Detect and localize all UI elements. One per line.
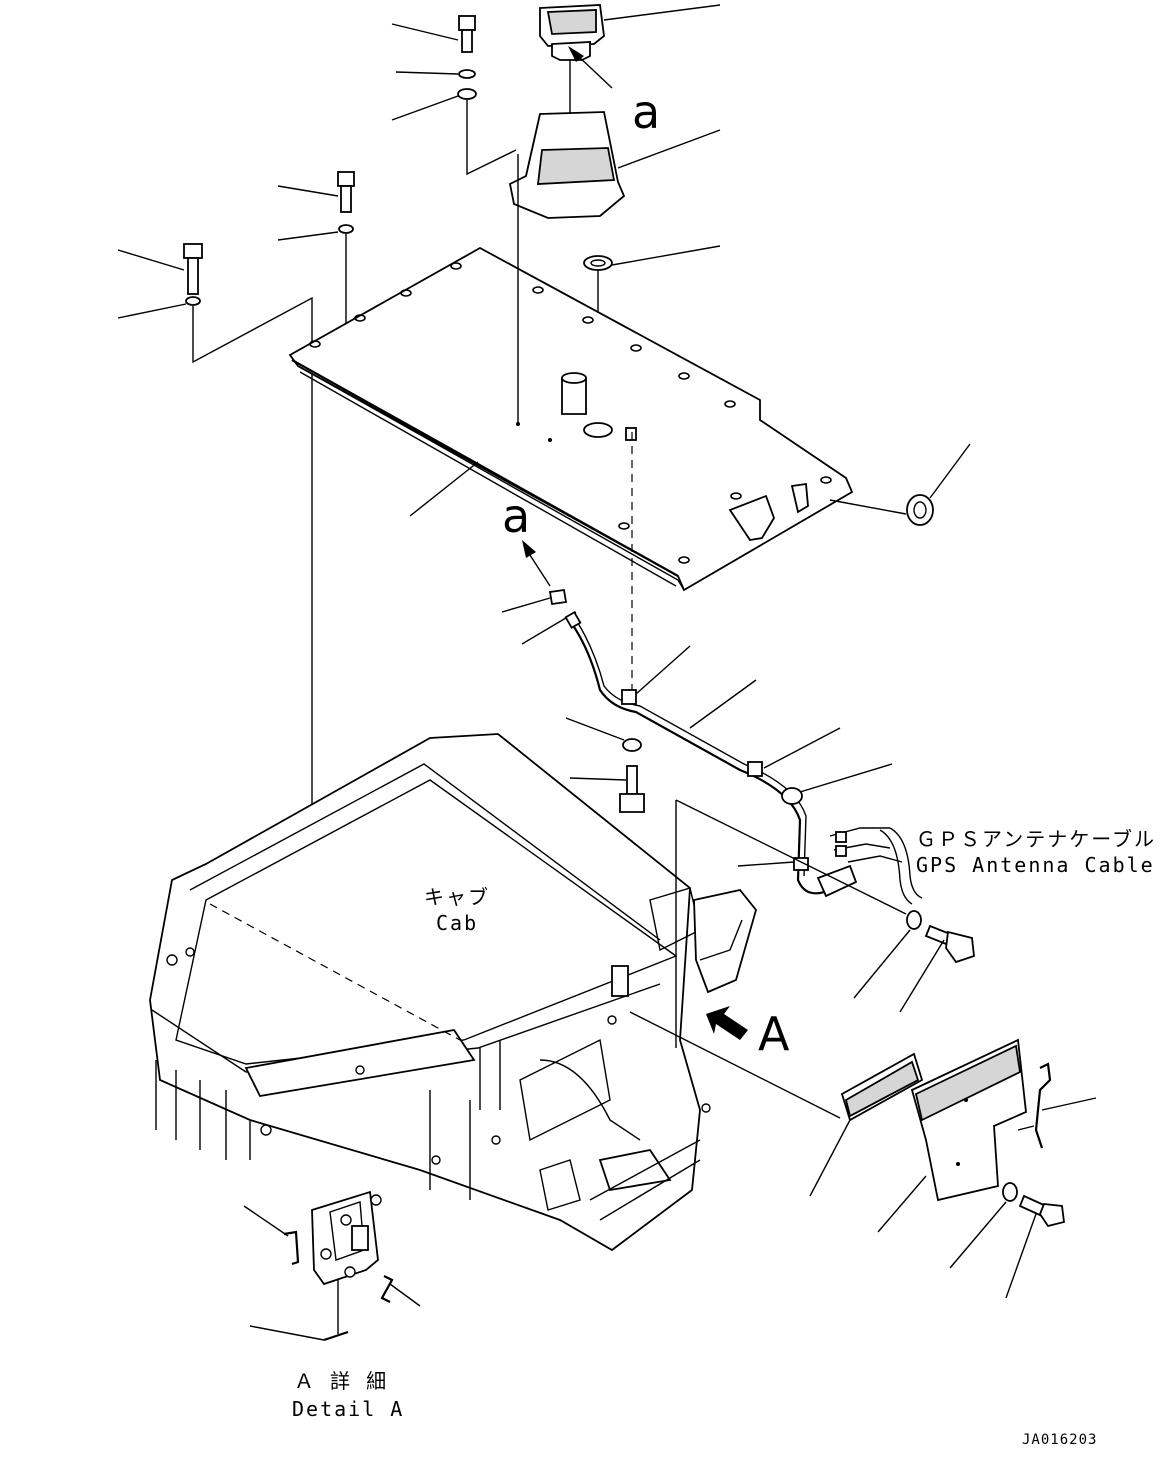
view-letter-a: A (758, 1007, 790, 1061)
roof-plate (288, 246, 854, 592)
bolt-cable-clip (619, 765, 645, 813)
washer-top-2 (457, 88, 477, 100)
washer-mid-1 (338, 224, 354, 234)
bolt-left-1 (183, 243, 203, 295)
detail-label-jp: Ａ 詳 細 (294, 1369, 388, 1393)
side-plate-large (910, 1038, 1027, 1202)
washer-bottom-right (1002, 1182, 1018, 1202)
cab-frame (149, 733, 757, 1252)
view-arrow-a (706, 1006, 748, 1040)
cab-label-jp: キャブ (424, 885, 490, 909)
drawing-code: JA016203 (1022, 1432, 1097, 1448)
bolt-top-1 (458, 15, 476, 53)
detail-hook-left (283, 1230, 300, 1266)
washer-cable-clip (622, 738, 642, 752)
grommet (583, 255, 613, 271)
antenna-base-cover (508, 111, 626, 219)
plug-seal (906, 494, 934, 526)
bolt-mid-1 (337, 171, 355, 213)
bolt-right (924, 924, 975, 964)
letter-a-upper: a (632, 85, 660, 139)
detail-hook-right (380, 1275, 394, 1303)
gps-cable-label-jp: ＧＰＳアンテナケーブル (916, 827, 1156, 851)
washer-left-1 (185, 296, 201, 306)
detail-pin (323, 1330, 349, 1342)
gps-antenna-head (539, 4, 605, 118)
leader-antenna (603, 4, 721, 21)
detail-a-bracket (311, 1190, 382, 1286)
washer-right (906, 910, 922, 930)
hook-right (1034, 1062, 1052, 1149)
gps-antenna-cable (501, 588, 923, 905)
leader-roof-plate (409, 461, 479, 517)
letter-a-lower: a (502, 489, 530, 543)
detail-label-en: Detail A (292, 1397, 404, 1421)
washer-top-1 (458, 69, 476, 79)
cab-label-en: Cab (436, 911, 478, 935)
arrow-a-upper (575, 53, 613, 89)
gps-cable-label-en: GPS Antenna Cable (916, 853, 1155, 877)
bolt-bottom-right (1018, 1194, 1065, 1228)
leader-cover (617, 129, 721, 169)
side-plate-small (840, 1052, 924, 1122)
